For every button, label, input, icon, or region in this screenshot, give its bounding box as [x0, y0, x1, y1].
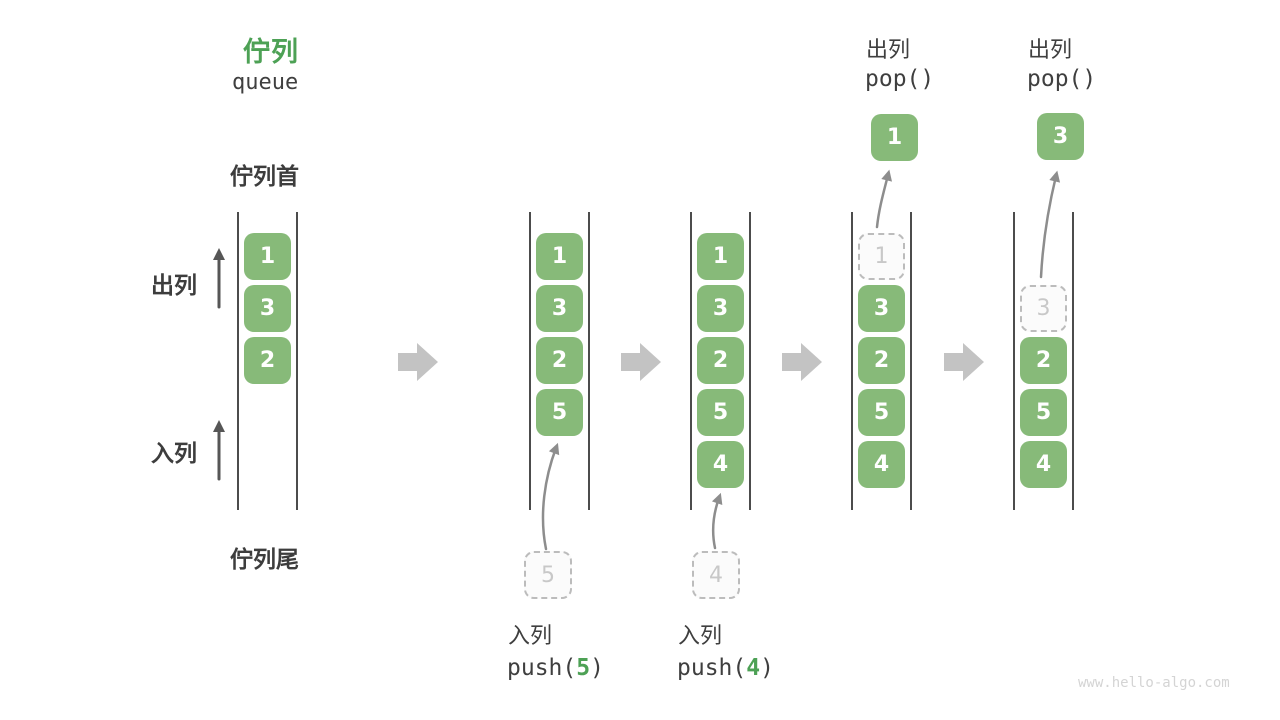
incoming-value-box: 5	[524, 551, 572, 599]
push-fn-close: )	[760, 655, 774, 681]
push-fn-open: push(	[507, 655, 577, 681]
dequeue-op-label: 出列	[866, 38, 911, 63]
queue-cell: 2	[244, 337, 291, 384]
queue-column-5: 3 2 5 4	[1013, 212, 1074, 510]
queue-cell: 1	[536, 233, 583, 280]
diagram-title-en: queue	[232, 70, 299, 95]
queue-cell: 2	[536, 337, 583, 384]
dequeue-op-label: 出列	[1028, 38, 1073, 63]
queue-column-1: 1 3 2	[237, 212, 298, 510]
dequeue-side-label: 出列	[151, 273, 197, 299]
push-arg: 4	[746, 655, 761, 681]
push-arg: 5	[576, 655, 591, 681]
queue-cell: 2	[697, 337, 744, 384]
push-call-text: push(4)	[677, 655, 774, 681]
enqueue-op-label: 入列	[678, 624, 723, 649]
push-fn-close: )	[590, 655, 604, 681]
diagram-title-zh: 佇列	[243, 37, 299, 68]
queue-cell: 5	[697, 389, 744, 436]
queue-cell: 3	[536, 285, 583, 332]
next-state-arrow-icon	[944, 343, 984, 381]
enqueue-side-label: 入列	[151, 441, 197, 467]
queue-cell: 4	[1020, 441, 1067, 488]
enqueue-op-label: 入列	[508, 624, 553, 649]
pop-call-text: pop()	[865, 66, 935, 92]
queue-cell: 1	[244, 233, 291, 280]
next-state-arrow-icon	[782, 343, 822, 381]
popped-value-box: 1	[871, 114, 918, 161]
queue-cell: 3	[244, 285, 291, 332]
queue-front-label: 佇列首	[230, 164, 299, 190]
popped-value-box: 3	[1037, 113, 1084, 160]
queue-rear-label: 佇列尾	[230, 547, 299, 573]
queue-column-3: 1 3 2 5 4	[690, 212, 751, 510]
queue-cell: 5	[536, 389, 583, 436]
queue-cell: 4	[858, 441, 905, 488]
watermark: www.hello-algo.com	[1078, 675, 1230, 691]
queue-cell: 3	[697, 285, 744, 332]
next-state-arrow-icon	[621, 343, 661, 381]
push-fn-open: push(	[677, 655, 747, 681]
queue-cell: 2	[858, 337, 905, 384]
queue-cell-popped-ghost: 1	[858, 233, 905, 280]
queue-column-2: 1 3 2 5	[529, 212, 590, 510]
incoming-value-box: 4	[692, 551, 740, 599]
queue-cell: 2	[1020, 337, 1067, 384]
queue-cell: 4	[697, 441, 744, 488]
queue-column-4: 1 3 2 5 4	[851, 212, 912, 510]
next-state-arrow-icon	[398, 343, 438, 381]
queue-cell: 3	[858, 285, 905, 332]
queue-cell: 5	[1020, 389, 1067, 436]
queue-cell-popped-ghost: 3	[1020, 285, 1067, 332]
queue-cell: 1	[697, 233, 744, 280]
queue-cell: 5	[858, 389, 905, 436]
push-call-text: push(5)	[507, 655, 604, 681]
pop-call-text: pop()	[1027, 66, 1097, 92]
